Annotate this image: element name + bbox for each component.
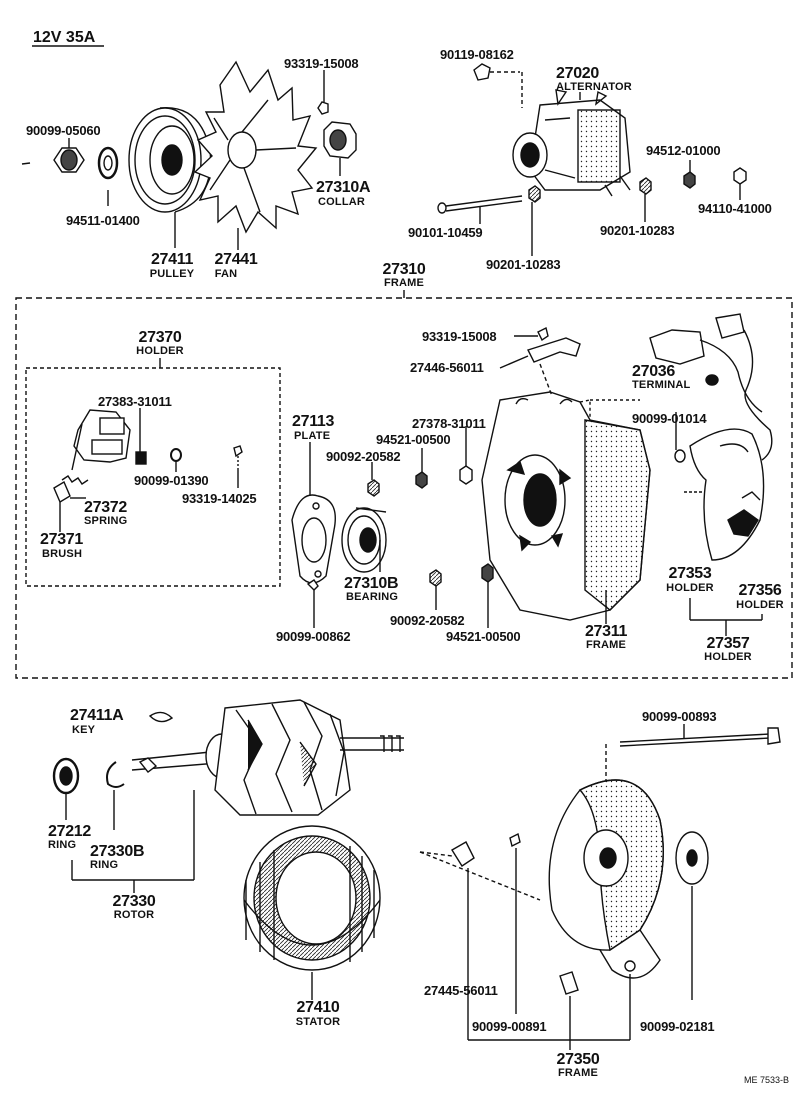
label-plate: PLATE bbox=[294, 430, 331, 442]
reference-code: ME 7533-B bbox=[744, 1075, 790, 1085]
part-number-27356: 27356 bbox=[738, 582, 782, 599]
label-fan: FAN bbox=[214, 268, 238, 280]
end-frame-27350 bbox=[548, 779, 664, 979]
label-holder-27370: HOLDER bbox=[136, 345, 184, 357]
part-number-27310: 27310 bbox=[382, 261, 426, 278]
part-number-93319-15008-mid: 93319-15008 bbox=[422, 329, 497, 344]
label-holder-27353: HOLDER bbox=[666, 582, 714, 594]
label-key: KEY bbox=[72, 724, 96, 736]
part-number-27411: 27411 bbox=[150, 251, 194, 268]
stator-27410 bbox=[243, 825, 381, 971]
part-number-27446-56011: 27446-56011 bbox=[410, 360, 484, 375]
part-number-27350: 27350 bbox=[556, 1051, 600, 1068]
label-frame-assembly: FRAME bbox=[383, 277, 425, 289]
label-stator: STATOR bbox=[295, 1016, 341, 1028]
label-rotor: ROTOR bbox=[113, 909, 155, 921]
part-number-27113: 27113 bbox=[292, 413, 335, 430]
label-ring-27212: RING bbox=[48, 839, 77, 851]
nut-90099-05060 bbox=[53, 147, 85, 173]
part-number-27310B: 27310B bbox=[344, 575, 399, 592]
part-number-90201-10283-bottom: 90201-10283 bbox=[486, 257, 561, 272]
part-number-27353: 27353 bbox=[668, 565, 712, 582]
part-number-27383-31011: 27383-31011 bbox=[98, 394, 172, 409]
label-frame-27311: FRAME bbox=[585, 639, 627, 651]
frame-27311 bbox=[481, 391, 651, 621]
part-number-27212: 27212 bbox=[48, 823, 91, 840]
part-number-27445-56011: 27445-56011 bbox=[424, 983, 498, 998]
part-number-93319-15008-top: 93319-15008 bbox=[284, 56, 359, 71]
part-number-94521-00500-bottom: 94521-00500 bbox=[446, 629, 521, 644]
part-number-27310A: 27310A bbox=[316, 179, 371, 196]
part-number-27441: 27441 bbox=[214, 251, 258, 268]
part-number-90119-08162: 90119-08162 bbox=[440, 47, 514, 62]
part-number-90099-01014: 90099-01014 bbox=[632, 411, 707, 426]
part-number-90099-02181: 90099-02181 bbox=[640, 1019, 715, 1034]
rating-label: 12V 35A bbox=[33, 29, 96, 46]
part-number-90099-00891: 90099-00891 bbox=[472, 1019, 547, 1034]
part-number-90092-20582-top: 90092-20582 bbox=[326, 449, 401, 464]
part-number-27371: 27371 bbox=[40, 531, 83, 548]
label-alternator: ALTERNATOR bbox=[556, 81, 632, 93]
part-number-27370: 27370 bbox=[138, 329, 182, 346]
part-number-90201-10283-right: 90201-10283 bbox=[600, 223, 675, 238]
label-ring-27330B: RING bbox=[90, 859, 119, 871]
part-number-27330B: 27330B bbox=[90, 843, 145, 860]
label-collar: COLLAR bbox=[318, 196, 366, 208]
part-number-90099-00893: 90099-00893 bbox=[642, 709, 717, 724]
label-holder-27357: HOLDER bbox=[704, 651, 752, 663]
alternator-assembly bbox=[512, 89, 631, 197]
part-number-90099-00862: 90099-00862 bbox=[276, 629, 351, 644]
part-number-27378-31011: 27378-31011 bbox=[412, 416, 486, 431]
part-number-94521-00500-top: 94521-00500 bbox=[376, 432, 451, 447]
label-pulley: PULLEY bbox=[149, 268, 195, 280]
part-number-94511-01400: 94511-01400 bbox=[66, 213, 140, 228]
label-holder-27356: HOLDER bbox=[736, 599, 784, 611]
part-number-90099-01390: 90099-01390 bbox=[134, 473, 209, 488]
part-number-27411A: 27411A bbox=[70, 707, 124, 724]
part-number-27357: 27357 bbox=[706, 635, 750, 652]
part-number-27036: 27036 bbox=[632, 363, 675, 380]
label-bearing: BEARING bbox=[346, 591, 399, 603]
label-spring: SPRING bbox=[84, 515, 128, 527]
label-brush: BRUSH bbox=[42, 548, 83, 560]
part-number-27410: 27410 bbox=[296, 999, 340, 1016]
part-number-27311: 27311 bbox=[584, 623, 628, 640]
part-number-94110-41000: 94110-41000 bbox=[698, 201, 772, 216]
part-number-90099-05060: 90099-05060 bbox=[26, 123, 101, 138]
part-number-93319-14025: 93319-14025 bbox=[182, 491, 257, 506]
part-number-90101-10459: 90101-10459 bbox=[408, 225, 483, 240]
part-number-27020: 27020 bbox=[556, 65, 599, 82]
label-frame-27350: FRAME bbox=[557, 1067, 599, 1079]
part-number-94512-01000: 94512-01000 bbox=[646, 143, 721, 158]
part-number-27372: 27372 bbox=[84, 499, 127, 516]
label-terminal: TERMINAL bbox=[632, 379, 691, 391]
part-number-27330: 27330 bbox=[112, 893, 156, 910]
part-number-90092-20582-bottom: 90092-20582 bbox=[390, 613, 465, 628]
rotor-27330 bbox=[131, 699, 404, 816]
